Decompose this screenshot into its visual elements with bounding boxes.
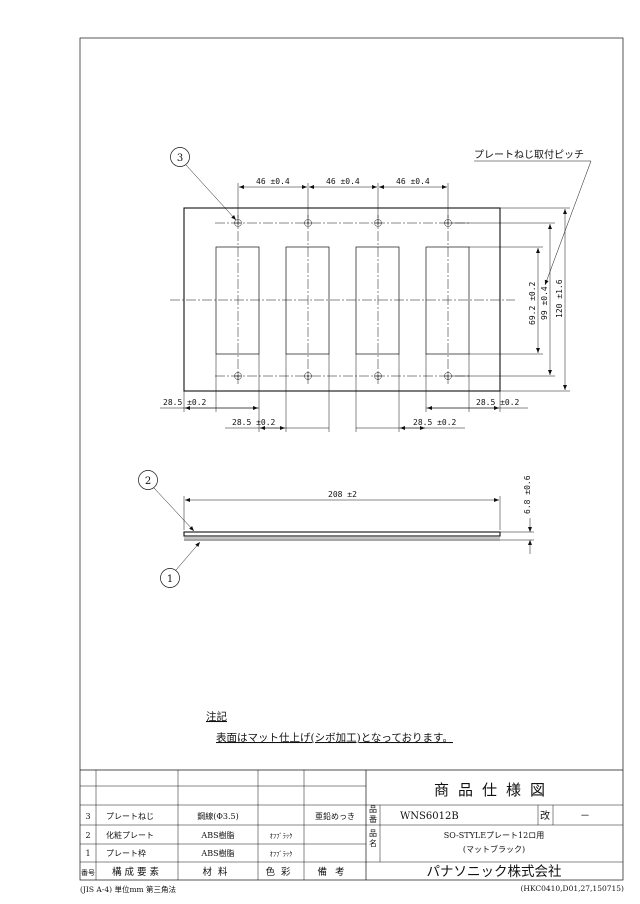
header-color: 色彩 [265,866,296,878]
screw-icon [234,219,452,380]
sheet-border [79,37,624,881]
title-block: 商品仕様図 品 番 WNS6012B 改 － 品 名 SO-STYLEプレート1… [80,769,623,880]
dim-opening-left: 28.5 ±0.2 [232,418,276,427]
dim-thickness: 6.8 ±0.6 [523,475,532,514]
dim-v-mid: 99 ±0.4 [540,286,549,320]
hinmei-line1: SO-STYLEプレート12ロ用 [444,831,544,840]
kai-label: 改 [540,809,550,822]
footer-left: (JIS A-4) 単位mm 第三角法 [80,885,177,894]
svg-text:化粧プレート: 化粧プレート [106,830,154,840]
notes-text: 表面はマット仕上げ(シボ加工)となっております。 [216,731,453,744]
plate-side-view: 208 ±2 6.8 ±0.6 2 1 [138,470,534,588]
hinmei-label-1: 品 [369,829,377,838]
svg-text:ｵﾌﾌﾞﾗｯｸ: ｵﾌﾌﾞﾗｯｸ [270,850,293,858]
dim-length: 208 ±2 [328,490,357,499]
svg-text:鋼線(Φ3.5): 鋼線(Φ3.5) [197,811,239,821]
svg-text:ｵﾌﾌﾞﾗｯｸ: ｵﾌﾌﾞﾗｯｸ [270,832,293,840]
dim-pitch-1: 46 ±0.4 [256,177,290,186]
opening-2 [285,246,330,355]
header-name: 構成要素 [112,866,162,878]
dim-opening-right: 28.5 ±0.2 [413,418,457,427]
hinmei-label-2: 名 [369,838,377,848]
svg-text:ABS樹脂: ABS樹脂 [200,830,234,840]
callout-1 [160,568,180,588]
company-name: パナソニック株式会社 [427,864,562,880]
hinmei-line2: (マットブラック) [463,844,525,854]
callout-3 [170,147,190,167]
svg-text:亜鉛めっき: 亜鉛めっき [315,811,355,821]
svg-text:プレート枠: プレート枠 [106,848,146,858]
opening-3 [355,246,400,355]
hinban-label-1: 品 [369,805,377,814]
opening-4 [425,246,470,355]
opening-1 [215,246,260,355]
dim-pitch-3: 46 ±0.4 [396,177,430,186]
sheet-title: 商品仕様図 [434,781,554,799]
svg-text:2: 2 [145,476,151,487]
dim-v-outer: 120 ±1.6 [555,279,564,318]
plate-outline [183,207,501,392]
svg-text:ABS樹脂: ABS樹脂 [200,848,234,858]
header-material: 材料 [202,866,233,878]
svg-text:1: 1 [85,849,90,858]
hinban-label-2: 番 [369,814,377,824]
screw-pitch-label: プレートねじ取付ピッチ [474,148,584,161]
svg-text:1: 1 [167,574,173,585]
svg-text:プレートねじ: プレートねじ [106,812,154,821]
side-body [183,531,501,537]
callout-2 [138,470,158,490]
dim-pitch-2: 46 ±0.4 [326,177,360,186]
svg-text:3: 3 [177,153,183,164]
dim-v-inner: 69.2 ±0.2 [528,281,537,325]
dim-edge-right: 28.5 ±0.2 [476,398,520,407]
svg-text:2: 2 [85,831,90,840]
footer-right: (HKC0410,D01,27,150715) [520,884,624,893]
dim-edge-left: 28.5 ±0.2 [163,398,207,407]
notes-heading: 注記 [206,710,227,723]
plate-top-view: 46 ±0.4 46 ±0.4 46 ±0.4 28.5 ±0.2 28.5 ±… [160,147,592,432]
header-note: 備考 [317,866,352,878]
header-no: 番号 [81,869,95,877]
kai-value: － [580,811,590,822]
svg-text:3: 3 [85,812,90,821]
hinban-value: WNS6012B [400,811,459,822]
